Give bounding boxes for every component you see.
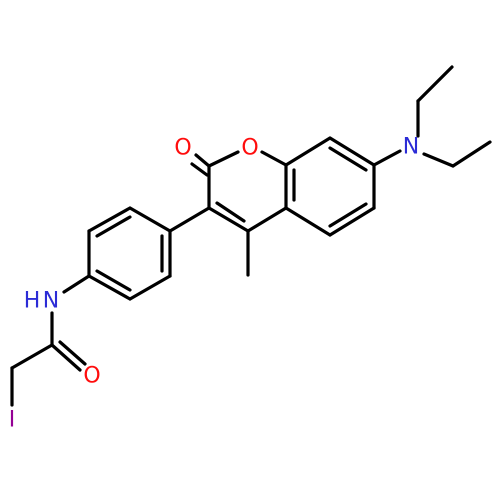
bond-carbonyl-c-o-double [58,340,87,366]
bond-c3-c4 [207,206,250,233]
bond-carbonyl-c-o [50,343,82,372]
bond-carbonyl-c-ch2 [10,343,54,370]
bond-c5-c4a [284,206,332,237]
bond-ph2-ph3 [87,206,132,233]
bond-ph1-ph2 [128,206,172,233]
atom-carbonyl-oxygen: O [174,136,191,161]
bond-c8-c7-inner [328,146,368,172]
bond-c4-c4a [246,206,288,233]
atom-labels: O O N H N O I [9,135,419,433]
bond-c8a-c8 [284,136,332,167]
bond-c6-c5-inner [328,202,368,228]
bond-ph2-ph3-inner [95,215,132,238]
bond-c2-carbonyl-o-double [190,162,209,177]
atom-diethylamino-nitrogen: N [403,135,419,160]
bond-ph4-nh [62,274,91,294]
bond-c8-c7 [328,136,376,167]
bond-ph5-ph6 [128,274,172,301]
atom-amide-hydrogen: H [24,289,41,314]
bond-c3-phenyl [168,206,211,233]
bond-ethyl1-ch3 [416,65,454,103]
bond-c8a-o1 [260,150,288,167]
bond-c7-n [372,149,402,167]
bond-ethyl2-ch3 [451,140,492,168]
bond-c6-c5 [328,206,376,237]
bond-c2-carbonyl-o [194,153,211,168]
bond-o1-c2 [207,150,240,168]
atom-amide-oxygen: O [83,364,100,389]
atom-iodine: I [9,408,16,433]
atom-amide-nitrogen: N [43,289,59,314]
atom-ring-oxygen: O [241,136,258,161]
bond-lines [10,65,492,407]
bond-ph4-ph5-inner [95,269,132,292]
bond-n-ethyl2-ch2 [422,152,455,168]
bond-ph4-ph5 [87,274,132,301]
bond-c3-c4-double [215,201,246,223]
